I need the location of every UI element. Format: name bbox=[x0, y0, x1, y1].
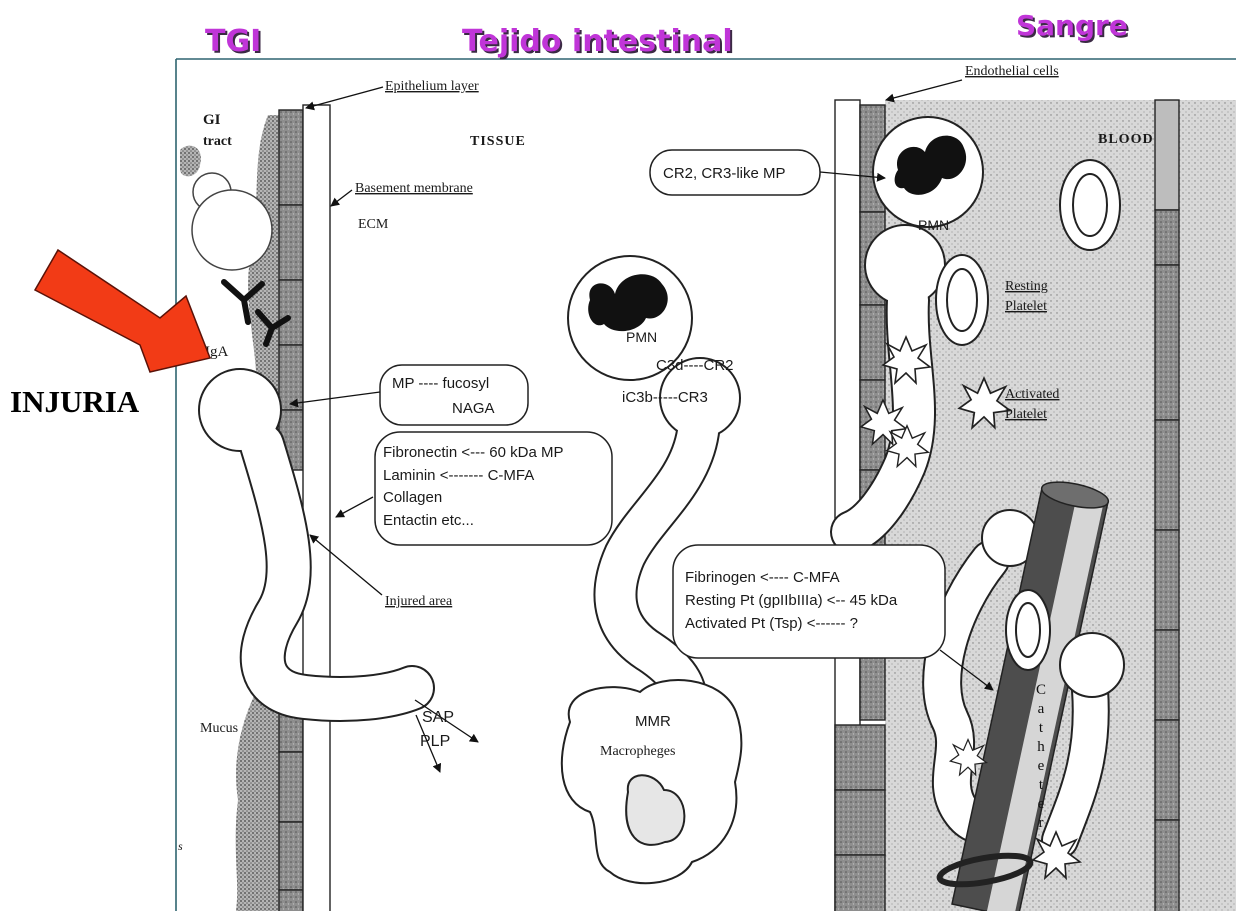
ecm-label: ECM bbox=[358, 217, 389, 232]
bacterium-tissue bbox=[615, 358, 740, 712]
entactin-line: Entactin etc... bbox=[383, 512, 474, 529]
tissue-label: TISSUE bbox=[470, 134, 526, 149]
catheter-bacterium-right-head bbox=[1060, 633, 1124, 697]
header-tejido-intestinal: Tejido intestinal bbox=[462, 27, 733, 57]
activated-platelet-label: Platelet bbox=[1005, 407, 1047, 422]
tract-label: tract bbox=[203, 134, 232, 149]
cr-like-mp-text: CR2, CR3-like MP bbox=[663, 165, 786, 182]
vessel-wall-right bbox=[1155, 100, 1179, 911]
endothelial-cells-label: Endothelial cells bbox=[965, 64, 1059, 79]
basement-membrane-label: Basement membrane bbox=[355, 181, 473, 196]
injured-area-label: Injured area bbox=[385, 594, 453, 609]
gi-label: GI bbox=[203, 112, 221, 128]
red-blood-cell bbox=[1060, 160, 1120, 250]
epithelium-arrow bbox=[306, 87, 383, 108]
mucus-label: Mucus bbox=[200, 721, 238, 736]
blood-ligands-box: Fibrinogen <---- C-MFA Resting Pt (gpIIb… bbox=[673, 545, 945, 658]
cr-like-mp-box: CR2, CR3-like MP bbox=[650, 150, 820, 195]
resting-platelet-cell bbox=[936, 255, 988, 345]
mp-fucosyl-box: MP ---- fucosyl NAGA bbox=[380, 365, 528, 425]
page-mark: s bbox=[178, 839, 183, 853]
pmn-blood-label: PMN bbox=[918, 217, 949, 233]
endothelial-arrow bbox=[886, 80, 962, 100]
plp-label: PLP bbox=[420, 733, 450, 750]
blood-label: BLOOD bbox=[1098, 132, 1154, 147]
catheter-label: Catheter bbox=[1033, 682, 1048, 834]
header-tgi: TGI bbox=[205, 27, 261, 57]
ecm-ligands-arrow bbox=[336, 497, 373, 517]
macrophages-label: Macropheges bbox=[600, 744, 675, 759]
fibrinogen-line: Fibrinogen <---- C-MFA bbox=[685, 569, 840, 586]
pmn-tissue-label: PMN bbox=[626, 329, 657, 345]
header-sangre: Sangre bbox=[1016, 12, 1128, 40]
mmr-label: MMR bbox=[635, 713, 671, 730]
catheter-platelet bbox=[1006, 590, 1050, 670]
naga-line: NAGA bbox=[452, 400, 495, 417]
resting-platelet-label: Platelet bbox=[1005, 299, 1047, 314]
sap-label: SAP bbox=[422, 709, 454, 726]
ic3b-cr3-label: iC3b-----CR3 bbox=[622, 389, 708, 406]
injury-arrow-icon bbox=[35, 250, 210, 372]
resting-pt-line: Resting Pt (gpIIbIIIa) <-- 45 kDa bbox=[685, 592, 898, 609]
resting-label: Resting bbox=[1005, 279, 1048, 294]
laminin-line: Laminin <------- C-MFA bbox=[383, 467, 534, 484]
activated-label: Activated bbox=[1005, 387, 1059, 402]
activated-pt-line: Activated Pt (Tsp) <------ ? bbox=[685, 615, 858, 632]
lumen-bubble-large bbox=[192, 190, 272, 270]
basement-arrow bbox=[331, 190, 352, 206]
injury-label: INJURIA bbox=[10, 386, 139, 417]
c3d-cr2-label: C3d----CR2 bbox=[656, 357, 734, 374]
basement-membrane-strip bbox=[303, 105, 330, 911]
mp-fucosyl-line: MP ---- fucosyl bbox=[392, 375, 489, 392]
fibronectin-line: Fibronectin <--- 60 kDa MP bbox=[383, 444, 563, 461]
epithelium-layer-label: Epithelium layer bbox=[385, 79, 479, 94]
collagen-line: Collagen bbox=[383, 489, 442, 506]
ecm-ligands-box: Fibronectin <--- 60 kDa MP Laminin <----… bbox=[375, 432, 612, 545]
